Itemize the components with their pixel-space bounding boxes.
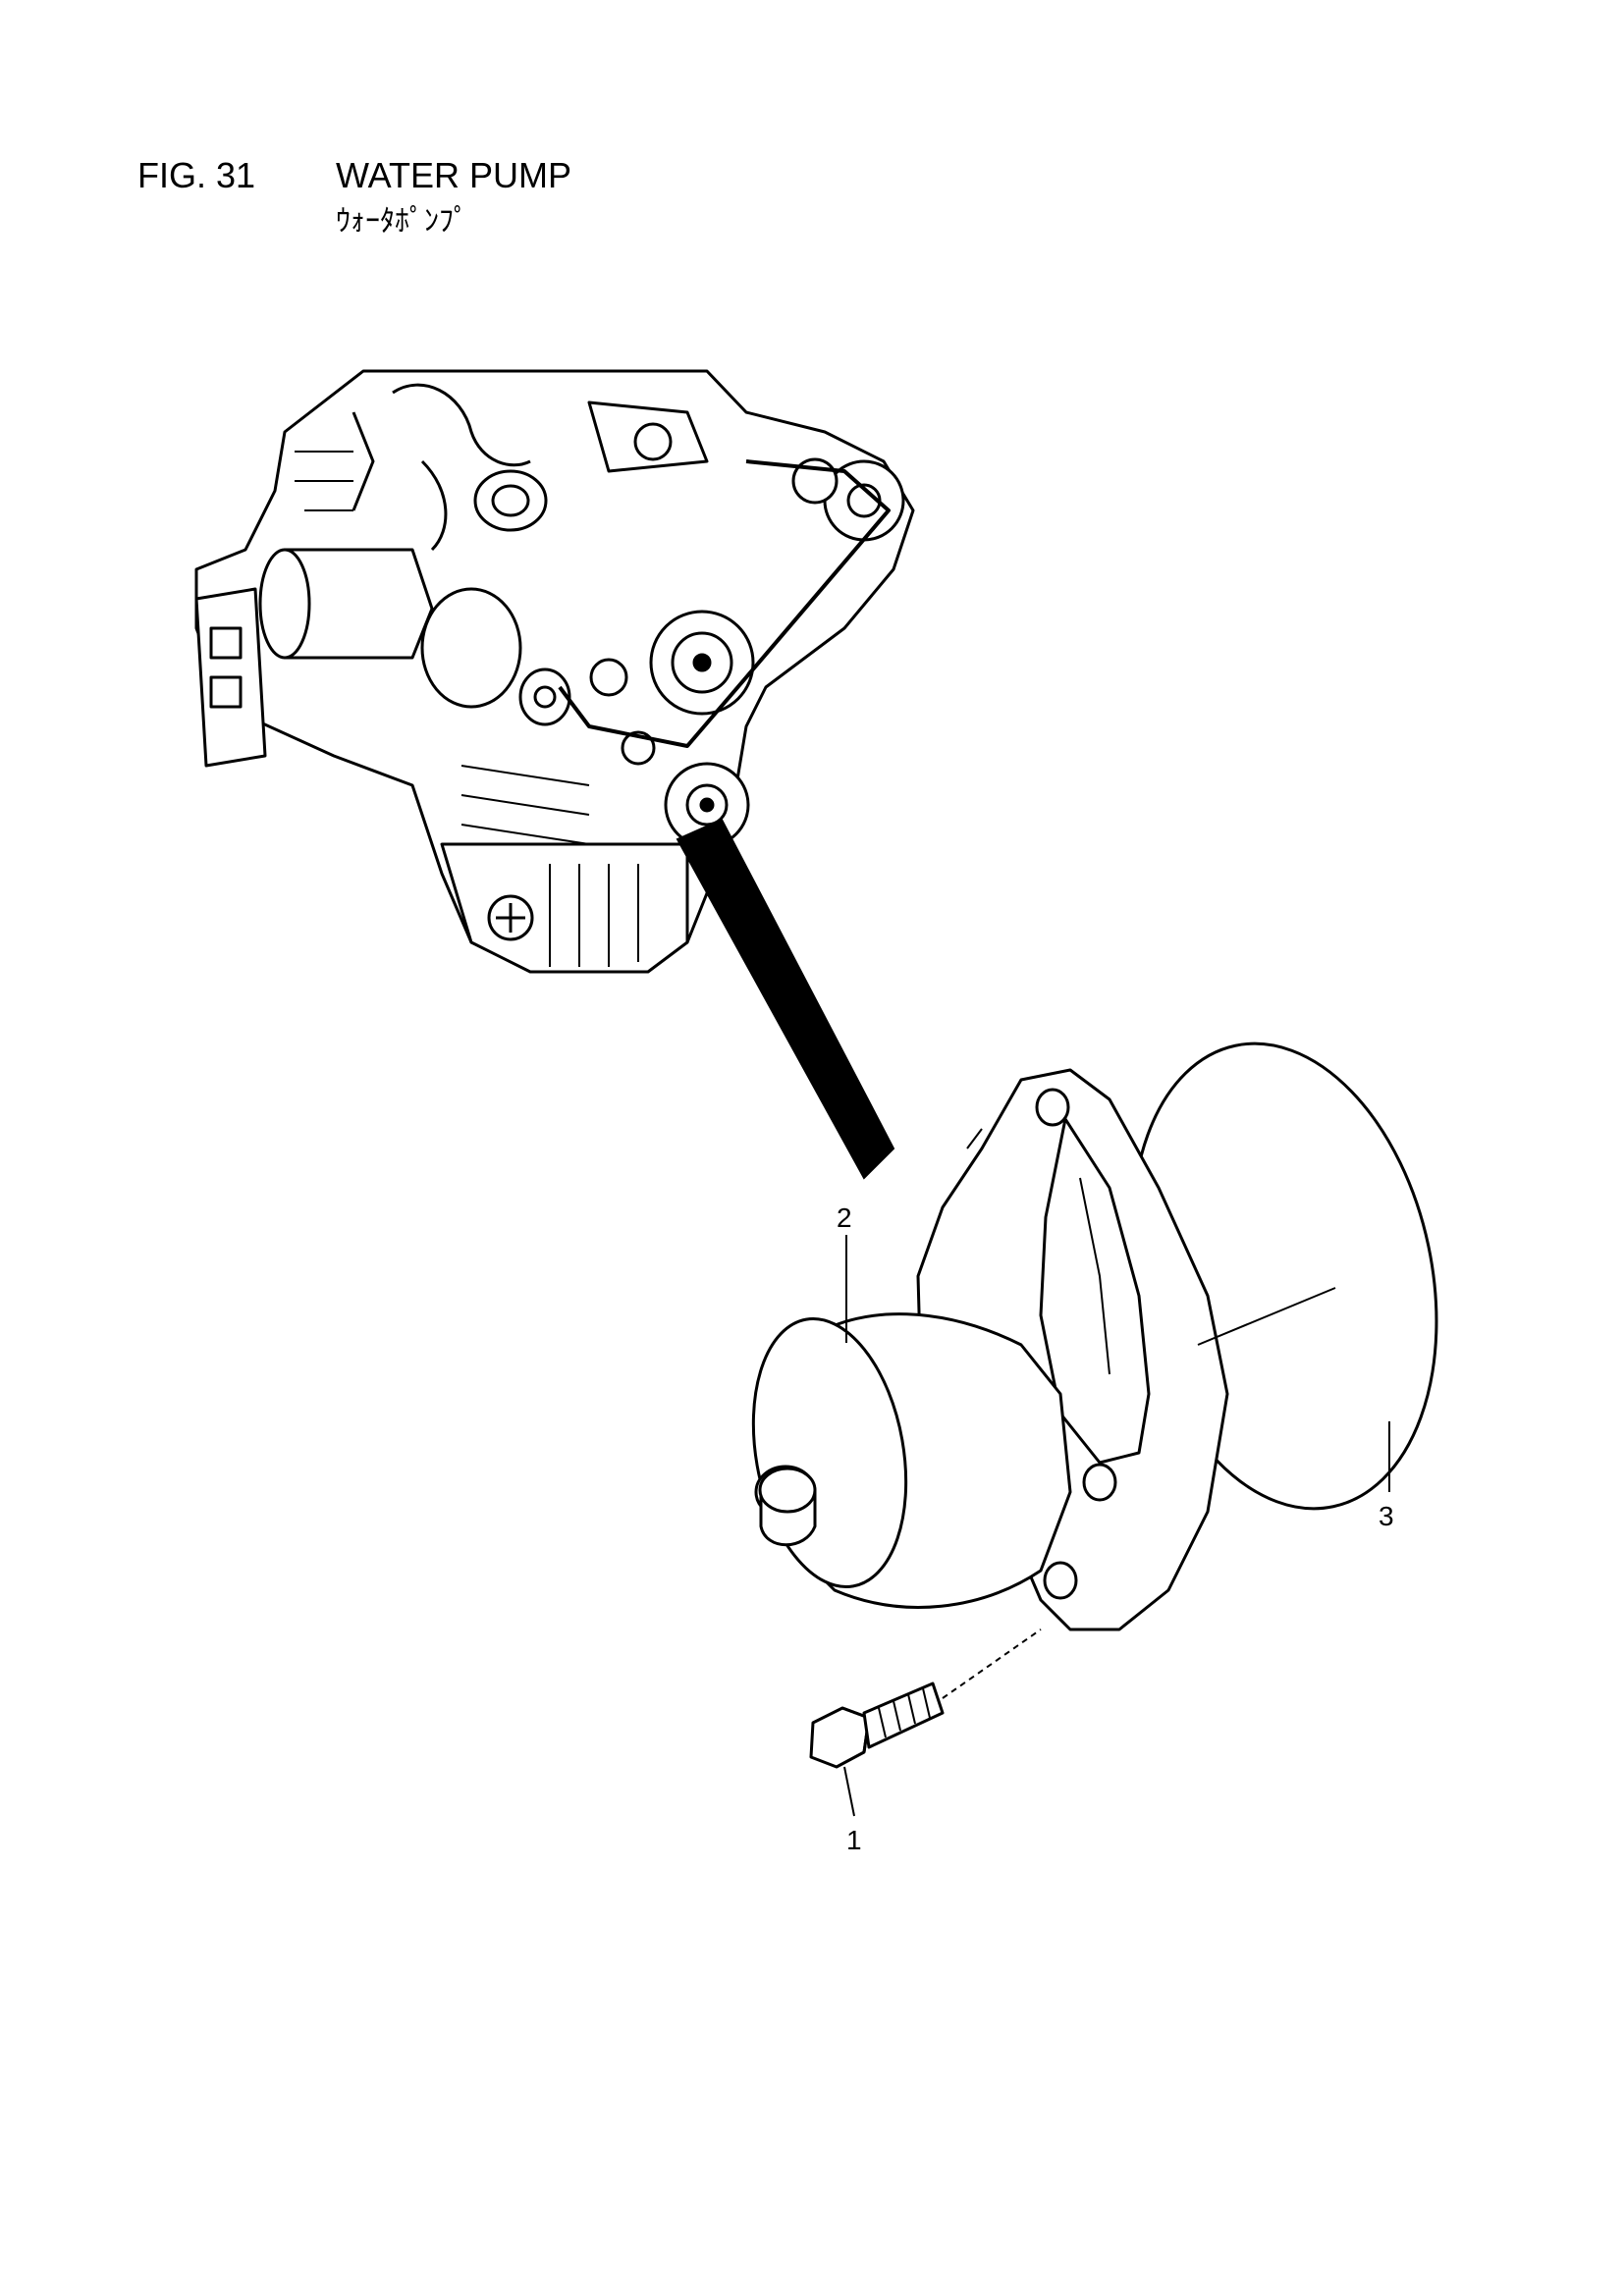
bolt-part xyxy=(809,1682,945,1769)
engine-assembly-illustration xyxy=(194,369,915,974)
detail-leader-band xyxy=(676,818,895,1180)
callout-label-3: 3 xyxy=(1379,1501,1394,1531)
callout-leaders xyxy=(843,1235,1390,1817)
callout-label-2: 2 xyxy=(837,1202,852,1233)
figure-title: WATER PUMP xyxy=(336,155,571,195)
figure-number: FIG. 31 xyxy=(137,155,256,195)
figure-title-japanese: ｳｫｰﾀﾎﾟﾝﾌﾟ xyxy=(336,204,468,239)
assembly-axis-lines xyxy=(942,1128,1336,1699)
callout-label-1: 1 xyxy=(846,1825,862,1855)
water-pump-part xyxy=(751,1068,1229,1631)
